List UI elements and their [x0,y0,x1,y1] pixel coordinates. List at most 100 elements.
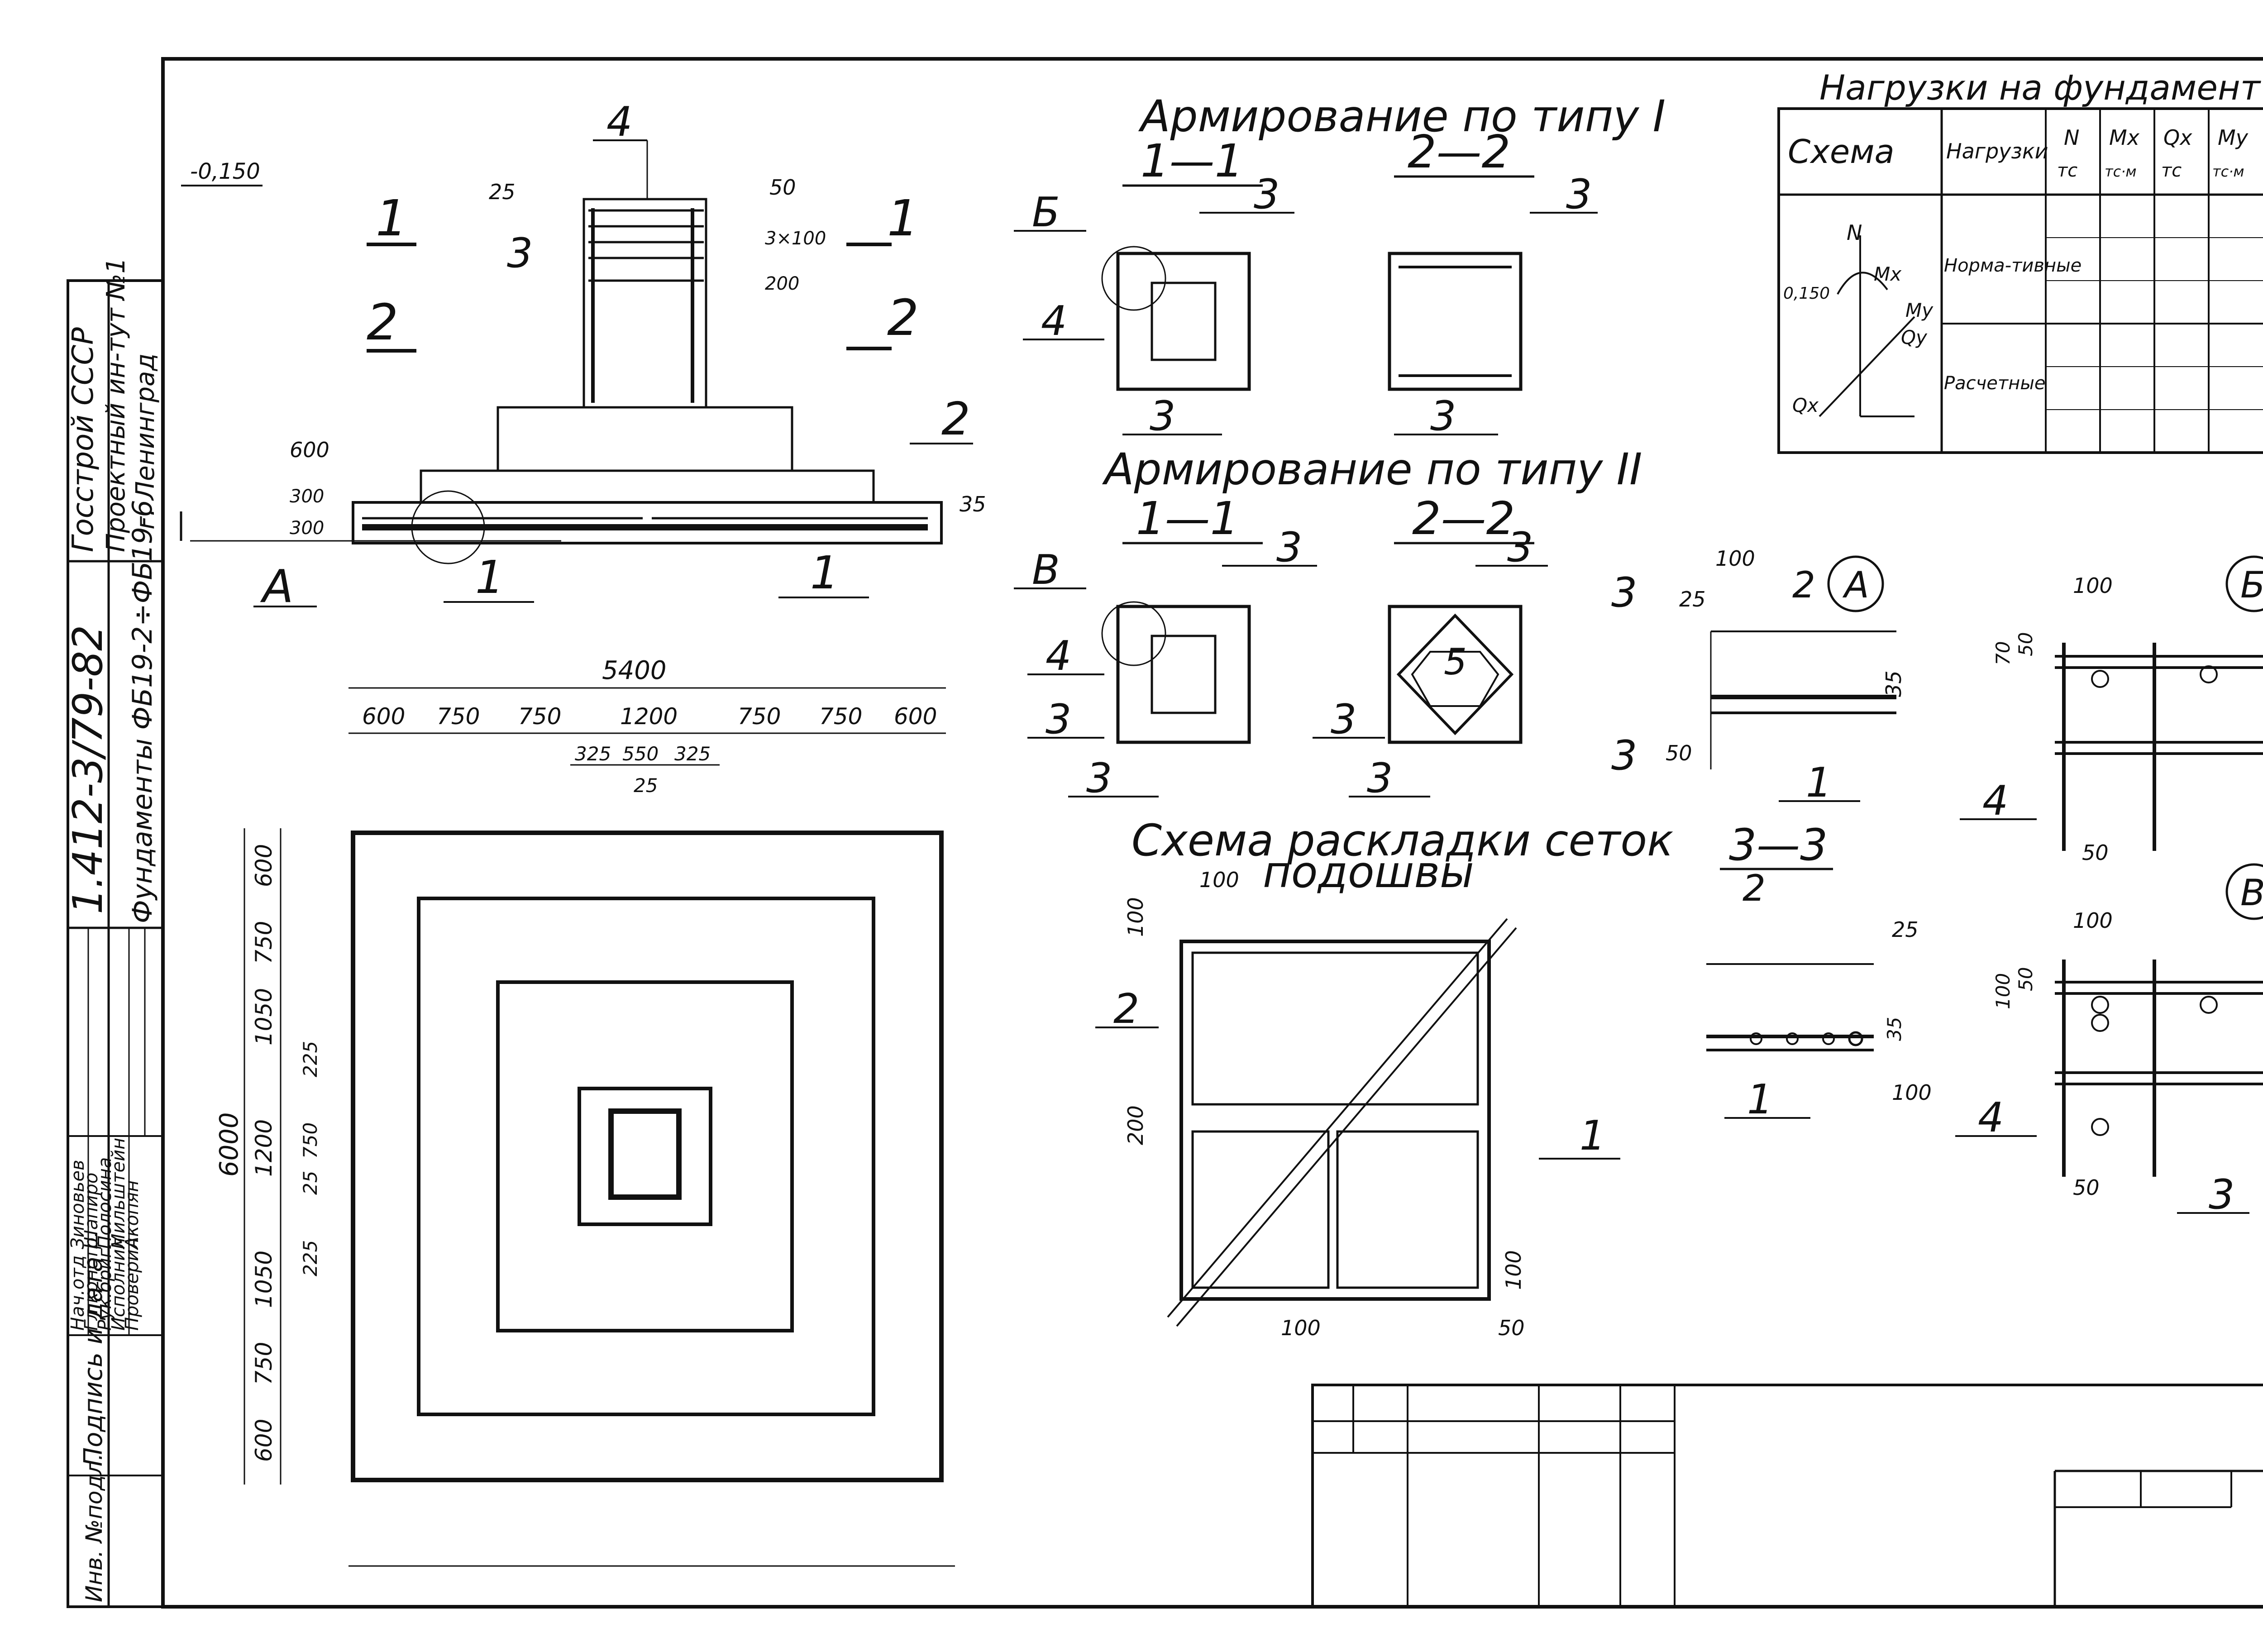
reinf-t2-sec22: 2—2 [1412,492,1515,545]
scheme-Qy: Qy [1901,326,1928,349]
reinf-t1-label-B: Б [1032,189,1060,236]
detail-v-dim-50b: 50 [2073,1175,2100,1200]
reinf-t2-label-5: 5 [1444,641,1467,683]
loads-title: Нагрузки на фундамент [1819,67,2262,108]
plan-dim-left-6: 750 [251,1342,277,1385]
s33-label-1: 1 [1747,1076,1773,1123]
section-dim-35: 35 [960,492,986,516]
plan-dim-left-3: 1050 [251,988,277,1046]
detail-a-circle-mark: A [1842,564,1869,606]
detail-b-dim-100: 100 [2073,573,2113,598]
detail-v-label-3: 3 [2209,1171,2234,1218]
section-label-2b: 2 [887,289,919,347]
loads-row-design: Расчетные [1944,373,2046,394]
plan-dim-left-5: 1050 [251,1251,277,1308]
foundation-plan: 5400 600 750 750 1200 750 750 600 325 55… [215,656,955,1567]
name-5: Акопян [122,1180,143,1251]
detail-a: A 100 25 35 50 3 2 3 1 [1611,546,1906,807]
section-dim-300b: 300 [290,486,324,507]
loads-col-mx: Mx [2109,125,2140,150]
reinf-t1-label-3b: 3 [1150,392,1175,440]
loads-unit-mx: тс·м [2105,163,2137,180]
detail-a-cut-3b: 3 [1611,732,1637,779]
section-bar-4: 4 [606,98,632,146]
plan-dim-left-4: 1200 [251,1119,277,1177]
org-institute: Проектный ин-тут №1 [101,258,131,552]
plan-dim-top-1: 600 [362,703,405,730]
reinf-t2-label-3f: 3 [1367,754,1393,802]
loads-col-loads: Нагрузки [1946,139,2048,163]
mesh-title-2: подошвы [1263,847,1474,898]
loads-unit-my: тс·м [2212,163,2244,180]
reinf-t2-label-3a: 3 [1276,524,1302,571]
foundation-section: -0,150 1 1 2 2 3 4 A 1 1 2 25 50 200 3×1… [180,98,986,613]
detail-b-dim-70: 70 [1992,641,2014,665]
mesh-dim-50: 50 [1498,1316,1525,1340]
plan-small-2: 750 [299,1122,321,1159]
mesh-layout-scheme: Схема раскладки сеток подошвы 100 100 20… [1095,815,1673,1340]
plan-total-width: 5400 [602,656,667,685]
loads-col-my: My [2218,125,2249,150]
detail-a-dim-50: 50 [1666,741,1692,765]
section-dim-25: 25 [489,180,516,204]
role-2: Гл.констр. [81,1232,102,1331]
sheet-title: Фундаменты ФБ19-2÷ФБ19-6 [127,500,158,923]
reinf-t1-sec22: 2—2 [1408,125,1510,178]
loads-col-scheme: Схема [1788,133,1895,171]
plan-small-3: 25 [299,1171,321,1195]
inventory-label: Инв. №подл. [81,1453,107,1602]
scheme-Qx: Qx [1792,394,1819,416]
reinf-t2-label-3b: 3 [1046,696,1071,743]
reinf-t1-label-4: 4 [1041,297,1067,345]
name-3: Полосина [95,1157,115,1249]
level-mark: -0,150 [190,159,260,184]
detail-a-label-1: 1 [1806,759,1832,807]
reinf-t2-sec11: 1—1 [1136,492,1239,545]
plan-inner-dim-3: 325 [674,743,711,765]
section-dim-200: 200 [765,273,799,294]
section-3-3: 3—3 25 35 100 2 1 [1706,820,1932,1123]
plan-inner-dim-1: 325 [575,743,611,765]
left-stamp: Госстрой СССР Проектный ин-тут №1 г. Лен… [64,258,164,1608]
detail-v-circle-mark: В [2240,872,2263,914]
detail-a-dim-35: 35 [1881,670,1906,697]
name-4: Мильштейн [108,1138,129,1249]
reinf-t2-label-3e: 3 [1331,696,1356,743]
section-label-1a: 1 [376,189,407,247]
detail-v-dim-100a: 100 [2073,908,2113,933]
detail-a-dim-100: 100 [1715,546,1755,571]
reinf-t1-label-3a: 3 [1254,171,1280,218]
plan-small-4: 225 [299,1240,321,1276]
reinf-t1-label-3d: 3 [1430,392,1456,440]
designation: 1.412-3/79-82 [64,625,112,914]
mesh-dim-100-bottom: 100 [1281,1316,1321,1340]
role-4: Исполнил [108,1237,129,1331]
loads-row-normative: Норма-тивные [1944,255,2082,276]
plan-dim-top-5: 750 [738,703,781,730]
reinf-t1-label-3c: 3 [1566,171,1592,218]
detail-b-label-4: 4 [1982,777,2008,825]
s33-dim-100: 100 [1892,1080,1932,1105]
reinf-title-type1: Армирование по типу I [1138,91,1666,142]
mesh-dim-200: 200 [1123,1105,1148,1145]
plan-dim-top-7: 600 [894,703,937,730]
mesh-label-1: 1 [1580,1112,1605,1160]
scheme-level: 0,150 [1783,284,1830,303]
detail-v: В 100 100 50 50 4 3 [1955,863,2263,1218]
section-bar-2: 2 [941,392,970,445]
loads-unit-n: тс [2057,160,2077,181]
plan-dim-top-2: 750 [437,703,480,730]
plan-inner-small: 25 [634,774,658,797]
mesh-dim-100-top: 100 [1199,868,1239,892]
plan-dim-left-1: 600 [251,844,277,887]
reinf-t2-label-4: 4 [1046,632,1071,680]
scheme-Mx: Mx [1874,263,1902,285]
s33-dim-35: 35 [1883,1017,1905,1041]
signature-label: Подпись и дата [79,1256,108,1466]
mesh-title-1: Схема раскладки сеток [1132,815,1673,866]
reinforcement-type-2: Армирование по типу II 1—1 2—2 В 3 4 3 3… [1014,444,1642,802]
section-label-2a: 2 [367,293,398,351]
section-label-1b: 1 [887,189,919,247]
loads-table: Нагрузки на фундамент Схема Нагрузки N т… [1777,67,2263,454]
